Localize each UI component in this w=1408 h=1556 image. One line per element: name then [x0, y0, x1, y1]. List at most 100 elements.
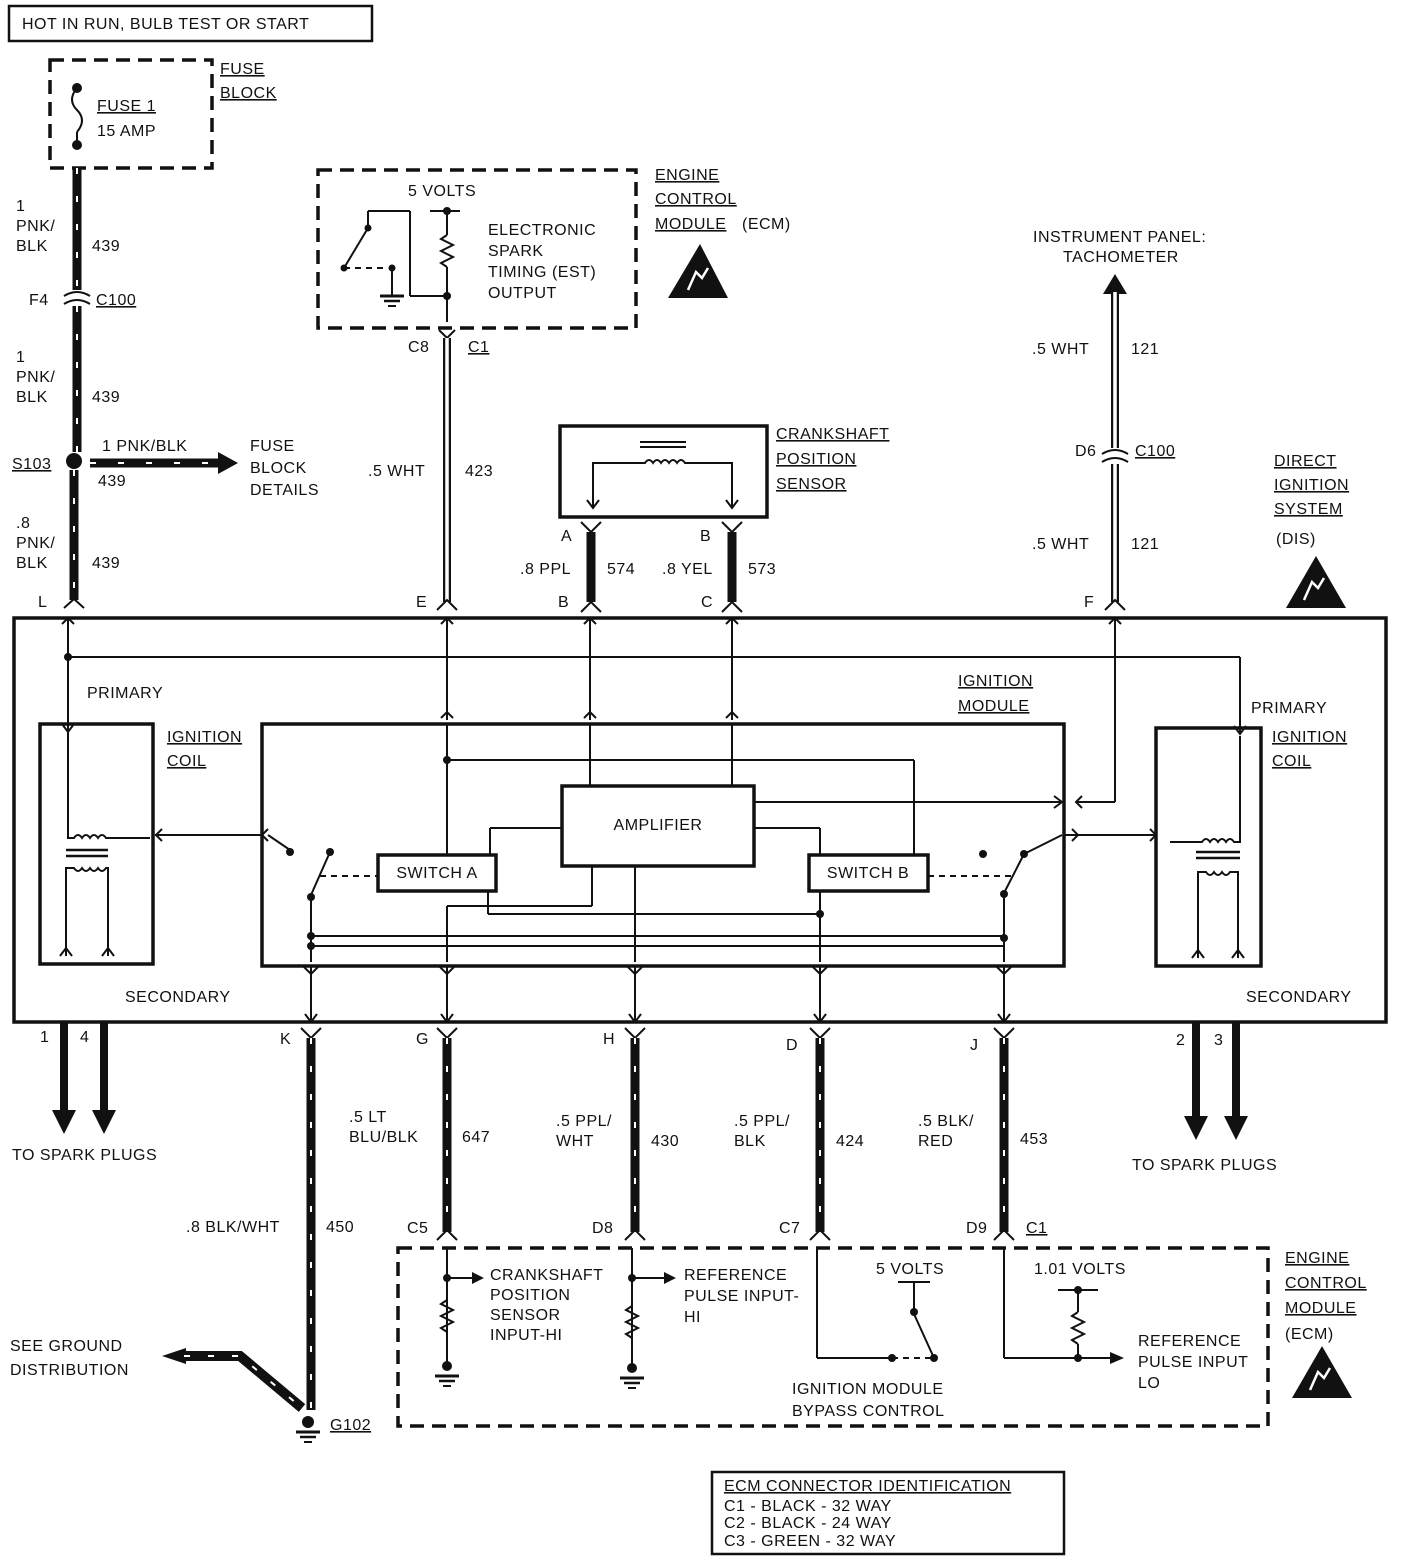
left-ignition-coil	[38, 722, 155, 966]
ecm-pin-c5: C5	[407, 1220, 428, 1237]
fuse-details-3: DETAILS	[250, 482, 319, 499]
crank-sensor-title-2: POSITION	[776, 451, 856, 468]
dis-title-2: IGNITION	[1274, 477, 1349, 494]
ignition-module	[260, 722, 1066, 976]
ckp-input-4: INPUT-HI	[490, 1327, 562, 1344]
pin-f: F	[1084, 594, 1094, 611]
pin-k: K	[280, 1031, 291, 1048]
power-w2-size: 1	[16, 349, 25, 366]
dis-esd-warning-icon	[1286, 556, 1346, 608]
crank-pin-b: B	[700, 528, 711, 545]
ground-wire	[162, 1027, 322, 1443]
ecm-bottom-esd-warning-icon	[1292, 1346, 1352, 1398]
ecm-bottom-title-3: MODULE	[1285, 1300, 1356, 1317]
left-coil-secondary: SECONDARY	[125, 989, 231, 1006]
ecm-est-3: TIMING (EST)	[488, 264, 596, 281]
tach-title-1: INSTRUMENT PANEL:	[1033, 229, 1206, 246]
tach-wire	[1101, 274, 1129, 611]
dis-title-abbr: (DIS)	[1276, 531, 1316, 548]
ecm-pin-d9: D9	[966, 1220, 987, 1237]
power-w2-color-2: BLK	[16, 389, 48, 406]
g102-ground-icon	[296, 1430, 320, 1443]
tach-w2-color: .5 WHT	[1032, 536, 1089, 553]
est-switch-circuit	[340, 207, 460, 322]
ecm-top-title-1: ENGINE	[655, 167, 719, 184]
fuse-details-2: BLOCK	[250, 460, 307, 477]
pin-e: E	[416, 594, 427, 611]
fuse-icon	[71, 83, 83, 150]
spark-plug-leads-right	[1184, 1022, 1248, 1140]
tach-w2-circuit: 121	[1131, 536, 1159, 553]
pin-d: D	[786, 1037, 798, 1054]
fuse-name: FUSE 1	[97, 98, 156, 115]
ecm-top-connector: C1	[468, 339, 489, 356]
fuse-block: FUSE BLOCK FUSE 1 15 AMP	[48, 58, 276, 170]
right-coil-secondary: SECONDARY	[1246, 989, 1352, 1006]
right-coil-title-1: IGNITION	[1272, 729, 1347, 746]
ecm-est-2: SPARK	[488, 243, 544, 260]
right-spark-plugs-label: TO SPARK PLUGS	[1132, 1157, 1277, 1174]
splice-wire-label: 1 PNK/BLK	[102, 438, 187, 455]
power-w3-color-1: PNK/	[16, 535, 55, 552]
ref-lo-2: PULSE INPUT	[1138, 1354, 1248, 1371]
d-wire-circuit: 424	[836, 1133, 864, 1150]
ref-hi-ground-icon	[620, 1376, 644, 1389]
tach-connector: C100	[1135, 443, 1175, 460]
crank-wires	[580, 521, 743, 613]
ign-module-title-1: IGNITION	[958, 673, 1033, 690]
power-w1-circuit: 439	[92, 238, 120, 255]
splice-circuit: 439	[98, 473, 126, 490]
pin-j: J	[970, 1037, 979, 1054]
power-w2-color-1: PNK/	[16, 369, 55, 386]
power-w3-color-2: BLK	[16, 555, 48, 572]
ecm-bottom-title-1: ENGINE	[1285, 1250, 1349, 1267]
j-wire-color-2: RED	[918, 1133, 953, 1150]
tach-title-2: TACHOMETER	[1063, 249, 1179, 266]
left-spark-plugs-label: TO SPARK PLUGS	[12, 1147, 157, 1164]
left-out-4: 4	[80, 1029, 89, 1046]
esd-warning-icon	[668, 244, 728, 298]
ecm-pin-c7: C7	[779, 1220, 800, 1237]
power-connector-pin: F4	[29, 292, 49, 309]
right-out-3: 3	[1214, 1032, 1223, 1049]
ecm-top-title-3: MODULE	[655, 216, 726, 233]
switch-b-block: SWITCH B	[807, 853, 930, 893]
fuse-rating: 15 AMP	[97, 123, 156, 140]
switch-a-label: SWITCH A	[396, 865, 477, 882]
power-w1-color-1: PNK/	[16, 218, 55, 235]
g-wire-color-1: .5 LT	[349, 1109, 387, 1126]
ckp-input-1: CRANKSHAFT	[490, 1267, 603, 1284]
est-wire-color: .5 WHT	[368, 463, 425, 480]
spark-plug-leads-left	[52, 1022, 116, 1134]
left-out-1: 1	[40, 1029, 49, 1046]
power-w1-size: 1	[16, 198, 25, 215]
ecm-connector-legend: ECM CONNECTOR IDENTIFICATION C1 - BLACK …	[710, 1470, 1066, 1556]
h-wire-circuit: 430	[651, 1133, 679, 1150]
pin-h: H	[603, 1031, 615, 1048]
ecm-bottom-101v: 1.01 VOLTS	[1034, 1261, 1126, 1278]
fuse-details-1: FUSE	[250, 438, 295, 455]
power-connector: C100	[96, 292, 136, 309]
ecm-bottom-5v: 5 VOLTS	[876, 1261, 944, 1278]
right-coil-primary: PRIMARY	[1251, 700, 1327, 717]
crank-sensor-box	[558, 424, 769, 519]
right-ignition-coil	[1154, 726, 1263, 968]
amplifier-label: AMPLIFIER	[614, 817, 703, 834]
dis-title-3: SYSTEM	[1274, 501, 1343, 518]
crank-sensor-title-1: CRANKSHAFT	[776, 426, 889, 443]
tach-w1-circuit: 121	[1131, 341, 1159, 358]
power-w3-size: .8	[16, 515, 30, 532]
power-source-text: HOT IN RUN, BULB TEST OR START	[22, 16, 309, 33]
see-ground-2: DISTRIBUTION	[10, 1362, 129, 1379]
right-out-2: 2	[1176, 1032, 1185, 1049]
h-wire-color-1: .5 PPL/	[556, 1113, 612, 1130]
power-source-label: HOT IN RUN, BULB TEST OR START	[7, 4, 374, 43]
power-w3-circuit: 439	[92, 555, 120, 572]
ckp-input-2: POSITION	[490, 1287, 570, 1304]
dis-title-1: DIRECT	[1274, 453, 1337, 470]
ckp-ground-icon	[435, 1374, 459, 1387]
ecm-top-pin: C8	[408, 339, 429, 356]
see-ground-1: SEE GROUND	[10, 1338, 123, 1355]
est-wire-circuit: 423	[465, 463, 493, 480]
